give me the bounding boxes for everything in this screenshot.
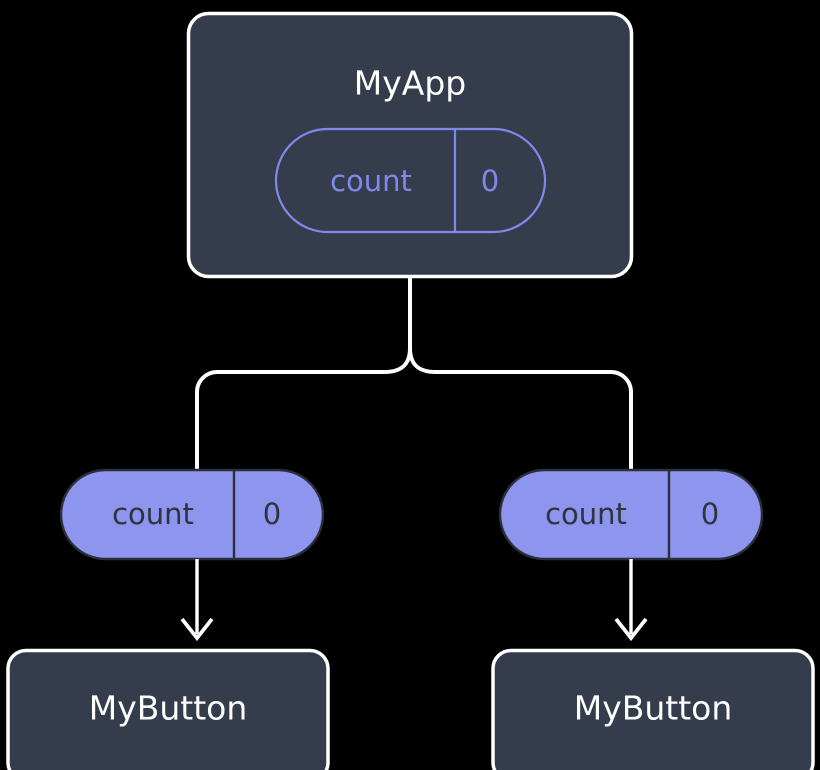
left-prop-key: count bbox=[112, 497, 194, 531]
myapp-card-body[interactable] bbox=[186, 11, 634, 279]
mybutton-right-card-body[interactable] bbox=[491, 648, 815, 770]
right-prop-pill[interactable]: count 0 bbox=[498, 468, 764, 561]
connector-left-branch bbox=[195, 347, 412, 472]
mybutton-left-card-body[interactable] bbox=[6, 648, 330, 770]
node-mybutton-left[interactable]: MyButton bbox=[6, 648, 330, 770]
left-arrow-head bbox=[180, 617, 214, 642]
left-arrow-down-icon bbox=[180, 559, 214, 642]
left-prop-pill-body[interactable] bbox=[59, 468, 325, 561]
branch-connector-icon bbox=[195, 277, 633, 472]
myapp-state-value: 0 bbox=[481, 164, 499, 198]
right-prop-value: 0 bbox=[701, 497, 719, 531]
myapp-title: MyApp bbox=[354, 64, 466, 103]
node-myapp[interactable]: MyApp count 0 bbox=[186, 11, 634, 279]
right-arrow-down-icon bbox=[614, 559, 648, 642]
myapp-state-pill-body[interactable] bbox=[274, 127, 547, 234]
right-prop-pill-body[interactable] bbox=[498, 468, 764, 561]
mybutton-right-title: MyButton bbox=[574, 689, 733, 728]
node-mybutton-right[interactable]: MyButton bbox=[491, 648, 815, 770]
myapp-state-key: count bbox=[330, 164, 412, 198]
left-prop-value: 0 bbox=[263, 497, 281, 531]
myapp-state-pill[interactable]: count 0 bbox=[274, 127, 547, 234]
connector-right-branch bbox=[408, 347, 633, 472]
right-prop-key: count bbox=[545, 497, 627, 531]
right-arrow-head bbox=[614, 617, 648, 642]
mybutton-left-title: MyButton bbox=[89, 689, 248, 728]
left-prop-pill[interactable]: count 0 bbox=[59, 468, 325, 561]
